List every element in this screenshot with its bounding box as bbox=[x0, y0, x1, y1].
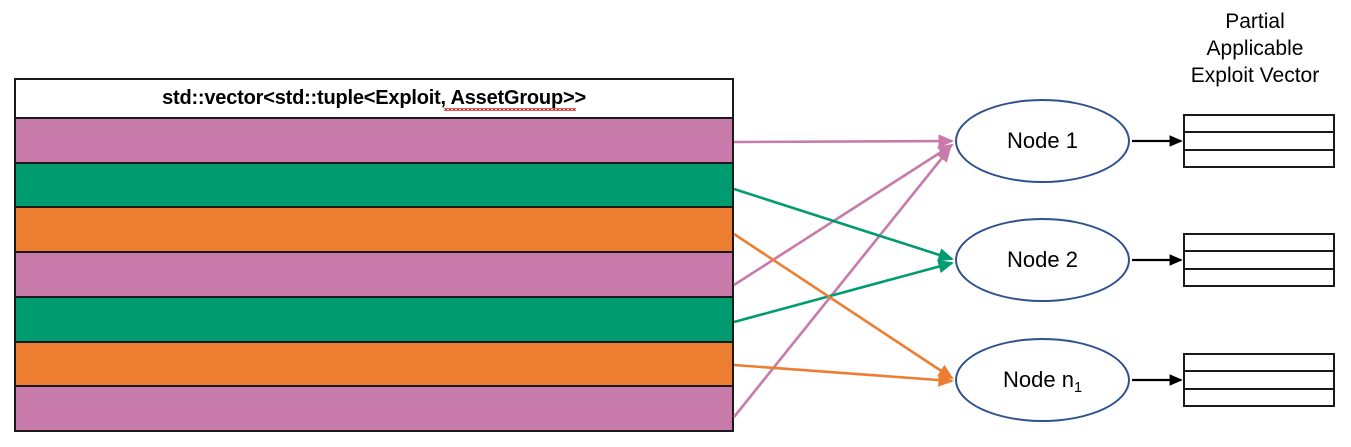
paev-cell bbox=[1185, 151, 1333, 166]
node-n1-label-subscript: 1 bbox=[1073, 379, 1083, 396]
connector-row5-to-node2 bbox=[733, 260, 955, 324]
table-row bbox=[16, 119, 732, 164]
vector-table-header: std::vector<std::tuple<Exploit, AssetGro… bbox=[16, 80, 732, 119]
exploit-assetgroup-vector-table: std::vector<std::tuple<Exploit, AssetGro… bbox=[14, 78, 734, 432]
vector-table-header-label: std::vector<std::tuple<Exploit, AssetGro… bbox=[162, 87, 586, 109]
node-2[interactable]: Node 2 bbox=[955, 218, 1130, 302]
node-2-label: Node 2 bbox=[1007, 247, 1078, 272]
partial-applicable-exploit-vector-3 bbox=[1183, 353, 1335, 407]
paev-caption-line-3: Exploit Vector bbox=[1190, 64, 1320, 87]
paev-cell bbox=[1185, 390, 1333, 405]
node-1[interactable]: Node 1 bbox=[955, 99, 1130, 183]
table-row bbox=[16, 297, 732, 343]
partial-applicable-exploit-vector-1 bbox=[1183, 114, 1335, 168]
table-row bbox=[16, 253, 732, 298]
paev-cell bbox=[1185, 355, 1333, 373]
paev-cell bbox=[1185, 116, 1333, 134]
node-n1-label: Node n1 bbox=[1002, 367, 1083, 396]
connector-row7-to-node1 bbox=[732, 146, 952, 418]
paev-cell bbox=[1185, 133, 1333, 151]
partial-applicable-exploit-vector-2 bbox=[1183, 233, 1335, 287]
node-1-label: Node 1 bbox=[1007, 128, 1078, 153]
table-row bbox=[16, 342, 732, 388]
connector-row6-to-noden1 bbox=[733, 363, 955, 387]
connector-row3-to-noden1 bbox=[733, 232, 954, 380]
paev-caption-line-1: Partial bbox=[1225, 10, 1285, 33]
connector-row1-to-node1 bbox=[733, 134, 955, 148]
table-row bbox=[16, 208, 732, 254]
paev-caption: Partial Applicable Exploit Vector bbox=[1160, 8, 1350, 89]
paev-cell bbox=[1185, 252, 1333, 270]
table-row bbox=[16, 163, 732, 209]
connector-row2-to-node2 bbox=[733, 187, 954, 262]
connector-row4-to-node1 bbox=[733, 143, 954, 287]
table-row bbox=[16, 387, 732, 431]
paev-caption-line-2: Applicable bbox=[1206, 37, 1304, 60]
node-n1[interactable]: Node n1 bbox=[955, 338, 1130, 422]
paev-cell bbox=[1185, 270, 1333, 285]
node-n1-label-main: Node n bbox=[1002, 367, 1074, 392]
paev-cell bbox=[1185, 372, 1333, 390]
paev-cell bbox=[1185, 235, 1333, 253]
